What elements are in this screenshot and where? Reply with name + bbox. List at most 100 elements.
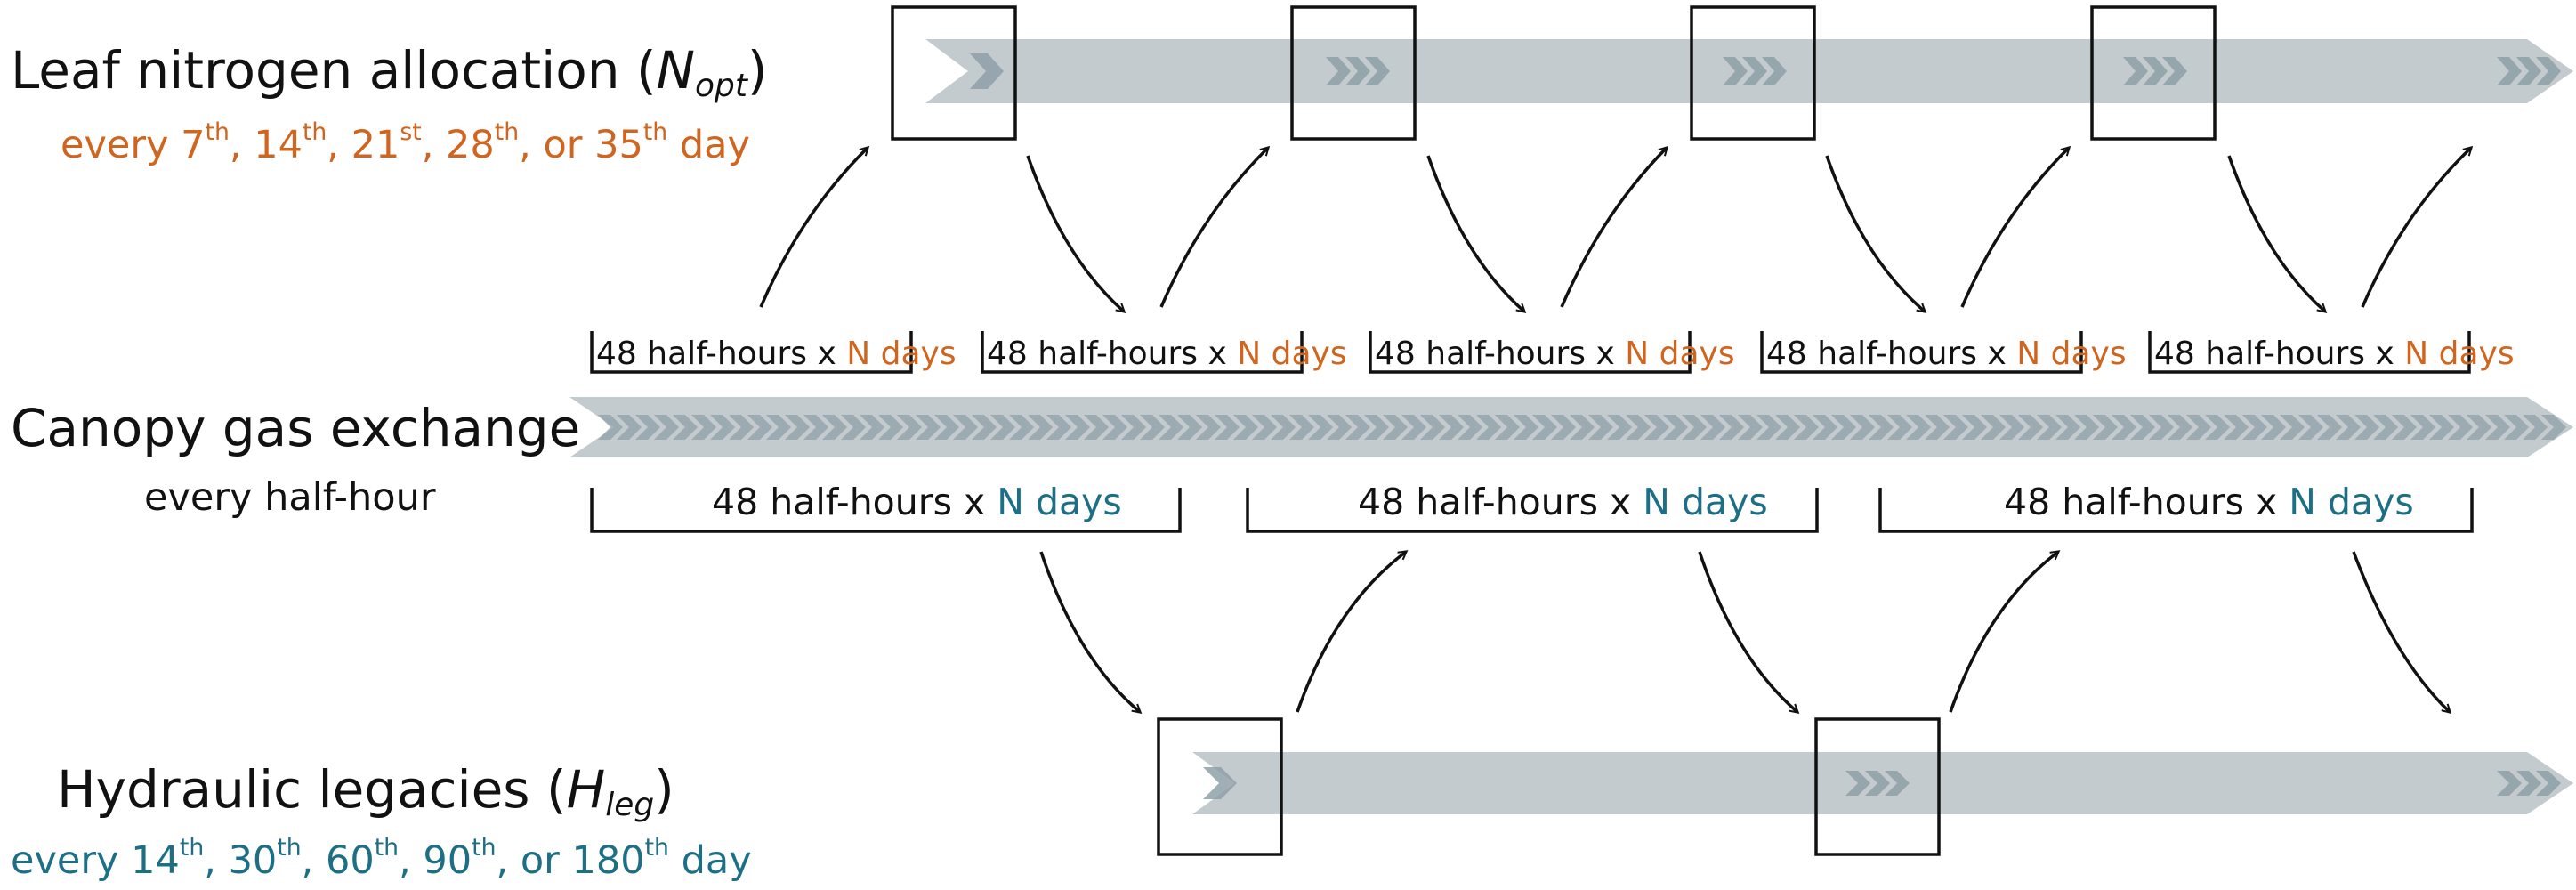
chevron-icon	[1831, 415, 1856, 440]
window-label-base: 48 half-hours x	[987, 336, 1238, 372]
freq-value: 60	[326, 838, 375, 883]
chevron-icon	[1742, 57, 1767, 85]
chevron-icon	[635, 415, 660, 440]
chevron-icon	[1644, 415, 1669, 440]
chevron-icon	[1028, 415, 1053, 440]
chevron-icon	[2429, 415, 2454, 440]
chevron-icon	[1850, 415, 1875, 440]
freq-value: 14	[254, 123, 303, 167]
window-label-unit: N days	[846, 336, 957, 372]
freq-text: day	[668, 838, 752, 883]
hydraulic-title-close: )	[654, 759, 674, 820]
upper-window-bracket	[1760, 331, 2083, 374]
chevron-icon	[1794, 415, 1819, 440]
window-label-unit: N days	[1625, 336, 1735, 372]
freq-separator: ,	[421, 123, 447, 167]
chevron-icon	[766, 415, 791, 440]
lower-window-bracket	[1878, 488, 2474, 533]
chevron-icon	[1700, 415, 1725, 440]
chevron-icon	[2112, 415, 2136, 440]
leaf-title-text: Leaf nitrogen allocation (	[11, 40, 657, 101]
freq-text: every	[61, 123, 182, 167]
upper-window-label: 48 half-hours x N days	[1375, 338, 1735, 370]
chevron-icon	[2504, 415, 2529, 440]
freq-value: 90	[423, 838, 472, 883]
chevron-icon	[2224, 415, 2249, 440]
chevron-icon	[1943, 415, 1968, 440]
arrow-canopy-to-leaf	[759, 148, 868, 308]
leaf-band-chevrons	[970, 53, 2561, 89]
chevron-icon	[1551, 415, 1576, 440]
chevron-icon	[2541, 415, 2566, 440]
chevron-icon	[1203, 767, 1237, 799]
upper-window-bracket	[590, 331, 913, 374]
chevron-icon	[916, 415, 941, 440]
chevron-icon	[785, 415, 810, 440]
hydraulic-symbol-subscript: leg	[605, 786, 655, 823]
upper-window-label: 48 half-hours x N days	[1766, 338, 2127, 370]
chevron-icon	[2485, 415, 2510, 440]
canopy-title: Canopy gas exchange	[11, 398, 581, 458]
chevron-icon	[1065, 415, 1090, 440]
chevron-icon	[2055, 415, 2080, 440]
chevron-icon	[1570, 415, 1595, 440]
chevron-icon	[2205, 415, 2230, 440]
chevron-icon	[2074, 415, 2099, 440]
chevron-icon	[1887, 415, 1912, 440]
leaf-frequency: every 7th, 14th, 21st, 28th, or 35th day	[61, 120, 750, 167]
chevron-icon	[1102, 415, 1127, 440]
chevron-icon	[1140, 415, 1165, 440]
chevron-icon	[1252, 415, 1277, 440]
chevron-icon	[2497, 57, 2522, 85]
chevron-icon	[990, 415, 1015, 440]
chevron-icon	[1813, 415, 1837, 440]
leaf-title-close: )	[747, 40, 768, 101]
upper-window-label: 48 half-hours x N days	[2154, 338, 2515, 370]
chevron-icon	[2123, 57, 2148, 85]
chevron-icon	[1308, 415, 1333, 440]
window-label-unit: N days	[1643, 481, 1768, 523]
hydraulic-band-chevrons	[1203, 767, 2561, 799]
freq-ordinal: th	[277, 834, 302, 862]
chevron-icon	[934, 415, 959, 440]
chevron-icon	[2536, 771, 2561, 796]
freq-separator: , or	[496, 838, 572, 883]
canopy-frequency: every half-hour	[144, 475, 436, 520]
leaf-update-box	[2090, 5, 2217, 141]
chevron-icon	[1177, 415, 1202, 440]
chevron-icon	[2410, 415, 2435, 440]
chevron-icon	[1925, 415, 1950, 440]
lower-window-label: 48 half-hours x N days	[1358, 484, 1768, 521]
upper-window-bracket	[2148, 331, 2471, 374]
chevron-icon	[2037, 415, 2062, 440]
chevron-icon	[972, 415, 997, 440]
chevron-icon	[2143, 57, 2168, 85]
arrow-hydraulic-to-canopy	[1296, 552, 1406, 713]
chevron-icon	[1233, 415, 1258, 440]
freq-value: 30	[228, 838, 278, 883]
canopy-band-chevrons	[598, 415, 2566, 440]
chevron-icon	[1439, 415, 1464, 440]
chevron-icon	[2497, 771, 2522, 796]
freq-value: 7	[181, 123, 206, 167]
window-label-base: 48 half-hours x	[712, 481, 997, 523]
chevron-icon	[1196, 415, 1221, 440]
chevron-icon	[1383, 415, 1408, 440]
hydraulic-update-box	[1814, 717, 1941, 856]
chevron-icon	[1626, 415, 1651, 440]
chevron-icon	[617, 415, 642, 440]
chevron-icon	[2523, 415, 2548, 440]
arrow-canopy-to-leaf	[1159, 148, 1268, 308]
chevron-icon	[2373, 415, 2398, 440]
chevron-icon	[1756, 415, 1781, 440]
freq-value: 180	[571, 838, 645, 883]
freq-value: 35	[594, 123, 643, 167]
chevron-icon	[598, 415, 623, 440]
chevron-icon	[1159, 415, 1183, 440]
leaf-symbol-subscript: opt	[695, 67, 747, 104]
chevron-icon	[2516, 57, 2541, 85]
freq-ordinal: th	[302, 118, 327, 147]
arrow-canopy-to-leaf	[1560, 148, 1667, 308]
freq-separator: ,	[399, 838, 424, 883]
